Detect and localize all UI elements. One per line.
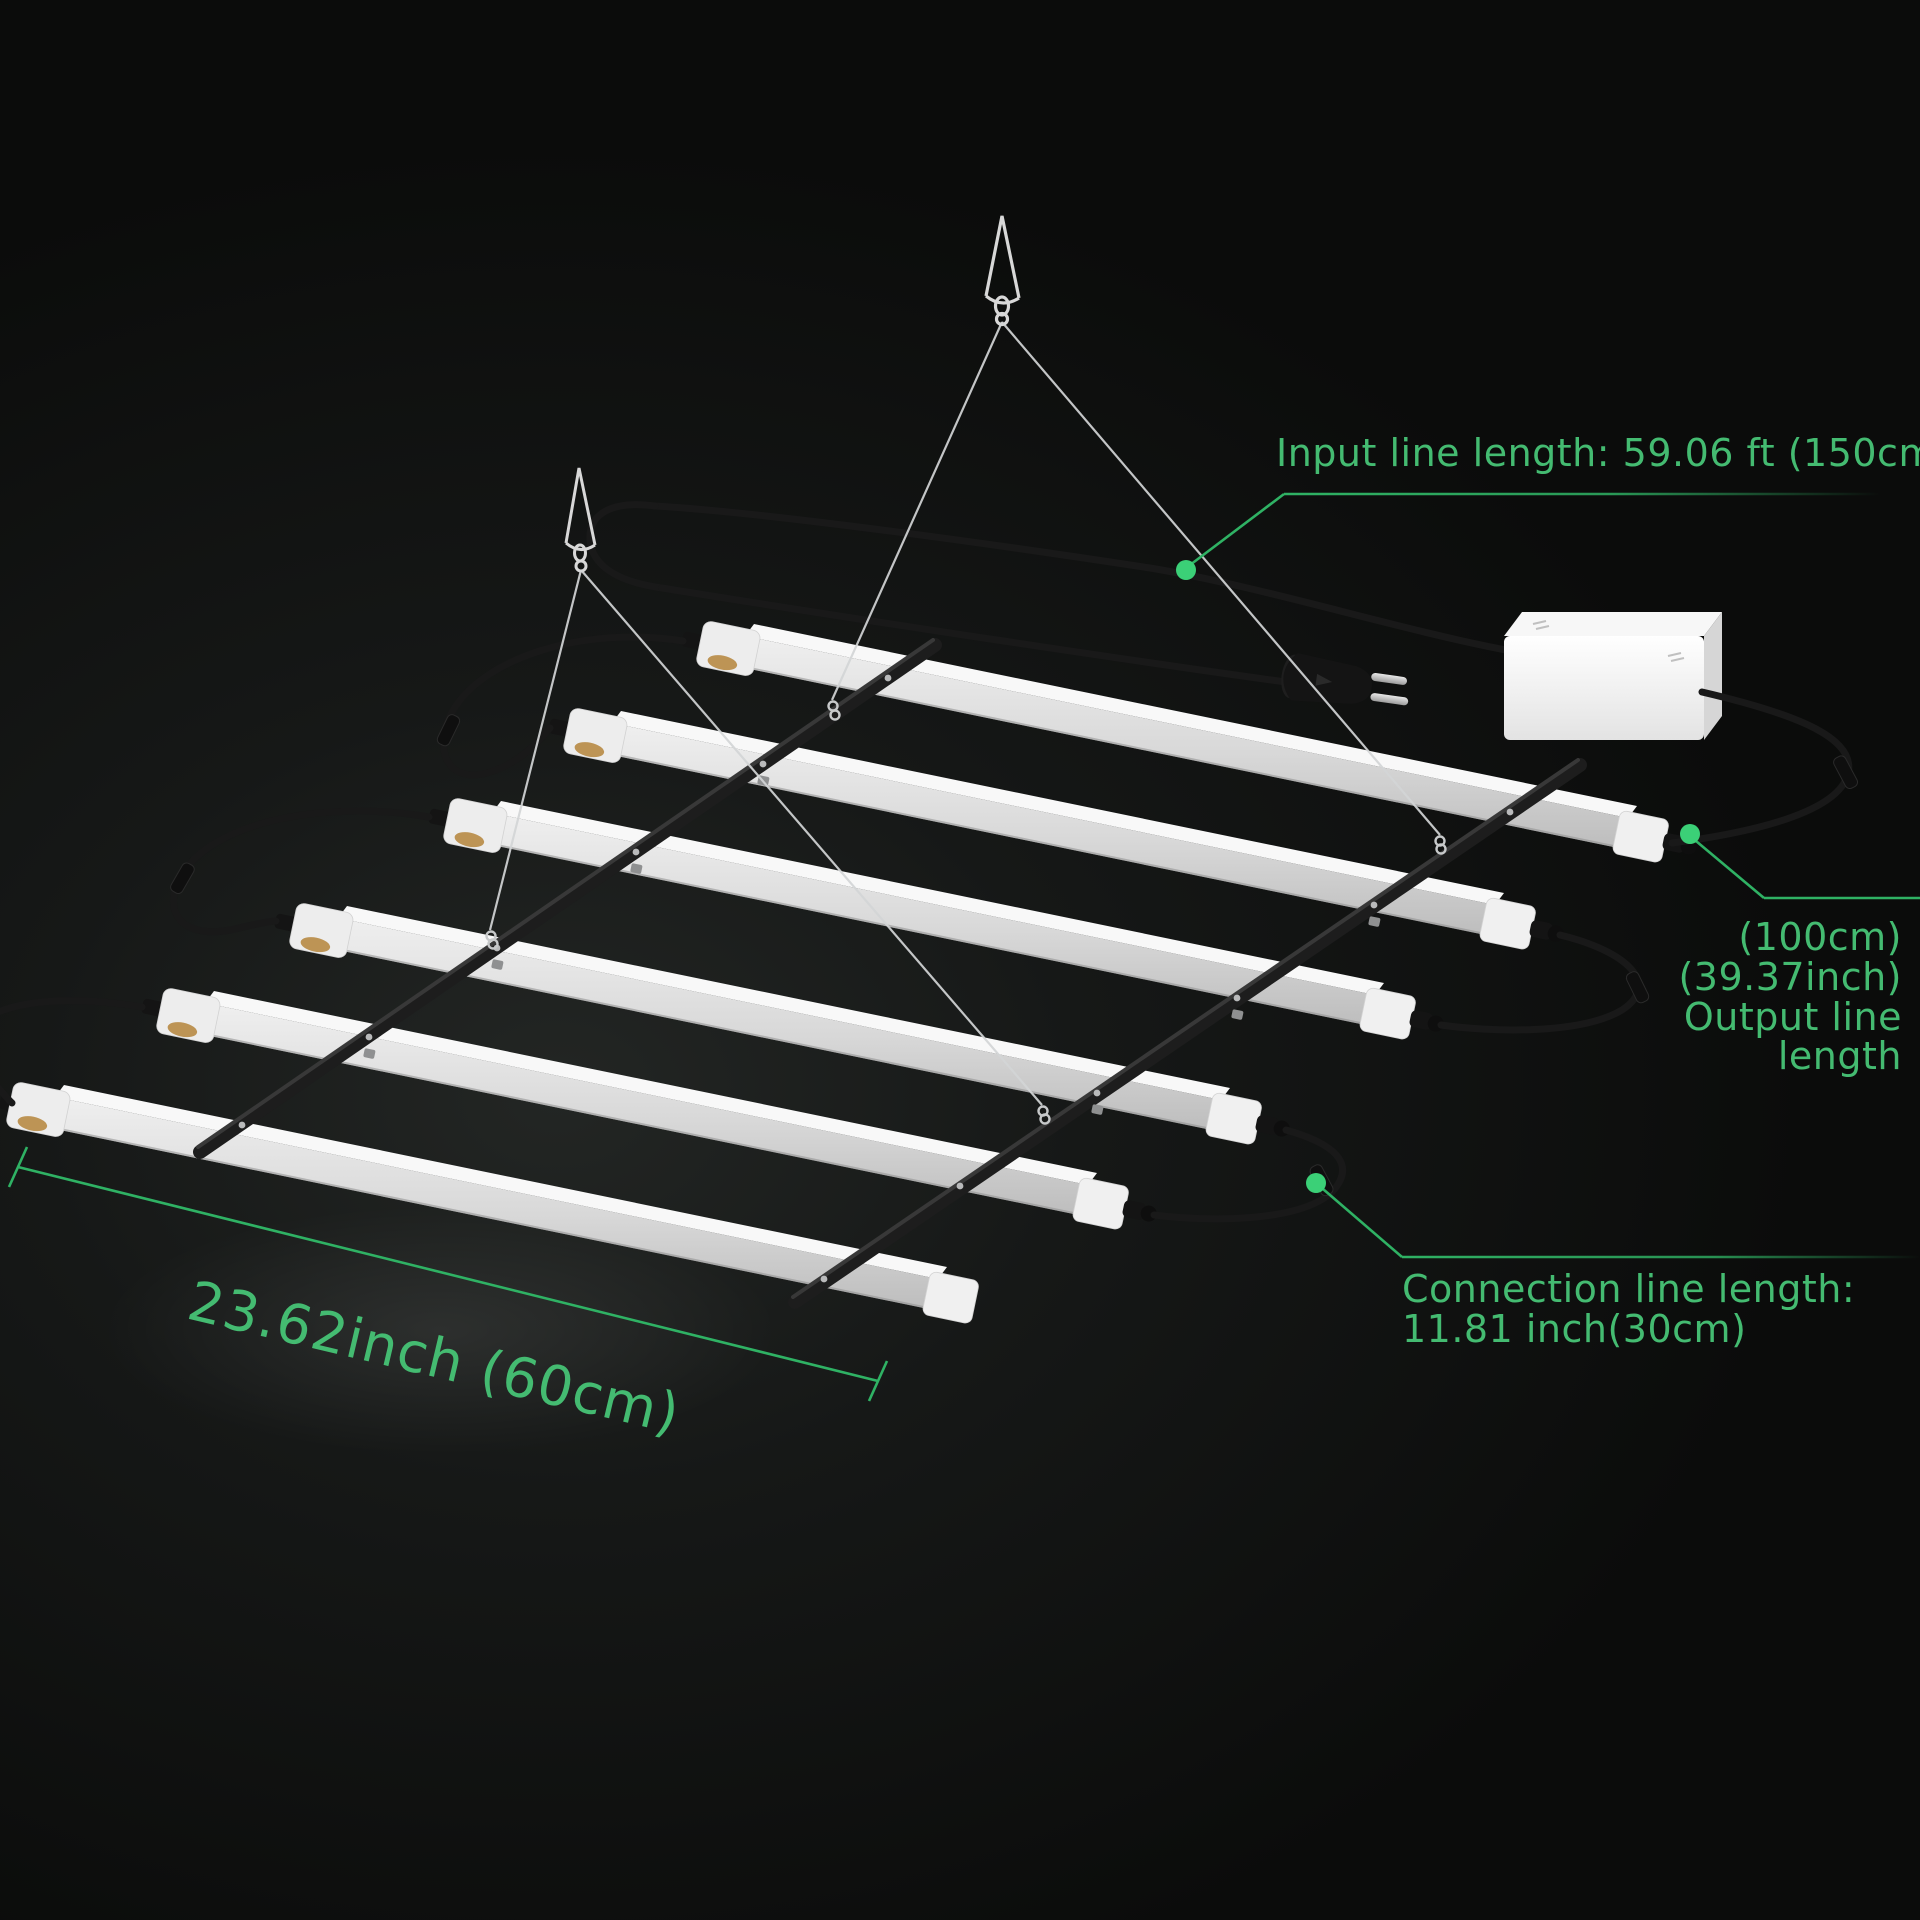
bar6-left-endcap [0,1082,71,1137]
dc-connector-left-2 [170,862,195,895]
light-bar-2 [548,708,1564,950]
carabiner-left [573,543,587,563]
output-cable [1668,688,1859,847]
quick-link-left [574,559,588,573]
output-line-label-1: (100cm) [1738,915,1902,959]
leader-line-connection-diagonal [1315,1182,1403,1258]
dc-connector-left-1 [436,714,461,747]
crossbar-right-screws [820,808,1514,1283]
light-bar-5 [141,988,1157,1230]
annotation-connection-line: Connection line length: 11.81 inch(30cm) [1306,1173,1920,1351]
dc-connector-output [1833,755,1859,790]
connection-line-label-1: Connection line length: [1402,1267,1855,1311]
bar5-right-endcap [1072,1177,1157,1230]
plug-prong-bottom [1370,693,1409,706]
connection-cable-bar2-bar3 [1437,931,1643,1034]
bar6-right-endcap [922,1271,979,1324]
light-bar-6 [0,1082,979,1324]
steel-cable-left-2 [580,569,1043,1106]
bar3-right-endcap [1359,987,1444,1040]
output-line-marker-dot [1680,824,1700,844]
crossbar-left-screws [238,674,892,1129]
dc-connector-right-1 [1625,971,1650,1004]
light-bars [0,621,1697,1324]
output-line-label-2: (39.37inch) [1678,955,1902,999]
input-line-marker-dot [1176,560,1196,580]
connection-cable-bar5-bar6-a [0,997,146,1016]
bar1-left-endcap [681,621,761,676]
input-cable [586,501,1510,688]
output-line-label-4: length [1778,1034,1902,1078]
annotation-input-line: Input line length: 59.06 ft (150cm) [1176,431,1920,580]
driver-vents [1532,620,1685,662]
crossbar-left [193,638,942,1159]
leader-line-input-diagonal [1185,492,1285,570]
dimension-tick-left [7,1146,29,1188]
output-line-label-3: Output line [1684,995,1902,1039]
dimension-line [17,1165,879,1383]
steel-cable-left-1 [488,569,583,931]
attachment-chains [485,700,1447,1125]
hanger-triangle-left [564,467,597,573]
bar2-right-endcap [1479,897,1564,950]
crossbar-right [788,758,1587,1309]
hanging-kit [485,215,1447,1125]
input-line-label: Input line length: 59.06 ft (150cm) [1276,431,1920,475]
steel-cable-right-2 [1001,321,1441,836]
dimension-tick-right [867,1360,889,1402]
leader-line-output-diagonal [1689,835,1765,899]
light-bar-4 [274,903,1290,1145]
bar2-left-endcap [548,708,628,763]
steel-cable-right-1 [830,321,1004,701]
bar4-right-endcap [1205,1092,1290,1145]
glow-patch [100,1205,780,1455]
bar5-left-endcap [141,988,221,1043]
connection-cable-bar5-bar6-b [0,1085,16,1107]
driver-box [1504,612,1722,740]
light-bar-3 [428,798,1444,1040]
power-plug [1281,652,1409,706]
connection-line-label-2: 11.81 inch(30cm) [1402,1307,1746,1351]
connection-line-marker-dot [1306,1173,1326,1193]
bar3-left-endcap [428,798,508,853]
bar4-left-endcap [274,903,354,958]
annotation-output-line: (100cm) (39.37inch) Output line length [1678,824,1920,1078]
hanger-triangle-right [984,215,1021,327]
plug-prong-top [1371,673,1407,685]
